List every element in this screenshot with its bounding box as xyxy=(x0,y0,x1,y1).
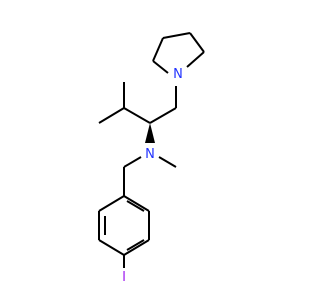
double-bond-inner xyxy=(126,239,145,251)
amine-nitrogen-label: N xyxy=(145,147,155,162)
bond xyxy=(158,156,177,168)
bond xyxy=(123,156,142,168)
iodine-label: I xyxy=(122,270,126,285)
double-bond-inner xyxy=(126,200,145,212)
benzene-ring xyxy=(98,195,150,256)
bond xyxy=(189,32,205,53)
bond xyxy=(152,60,169,74)
bond xyxy=(162,32,191,39)
pyrrolidine-ring xyxy=(152,32,205,74)
ring-nitrogen-label: N xyxy=(173,67,183,82)
wedge-bond xyxy=(145,123,155,143)
bond xyxy=(98,195,125,212)
bond xyxy=(123,107,151,124)
bond xyxy=(152,37,164,62)
bond xyxy=(123,239,150,256)
bond xyxy=(186,51,205,68)
molecule-diagram: N N I xyxy=(98,32,205,285)
structure-svg: N N I xyxy=(98,32,205,285)
bond xyxy=(98,107,125,124)
bond xyxy=(149,107,177,124)
bond xyxy=(98,239,125,256)
bond xyxy=(123,195,150,212)
